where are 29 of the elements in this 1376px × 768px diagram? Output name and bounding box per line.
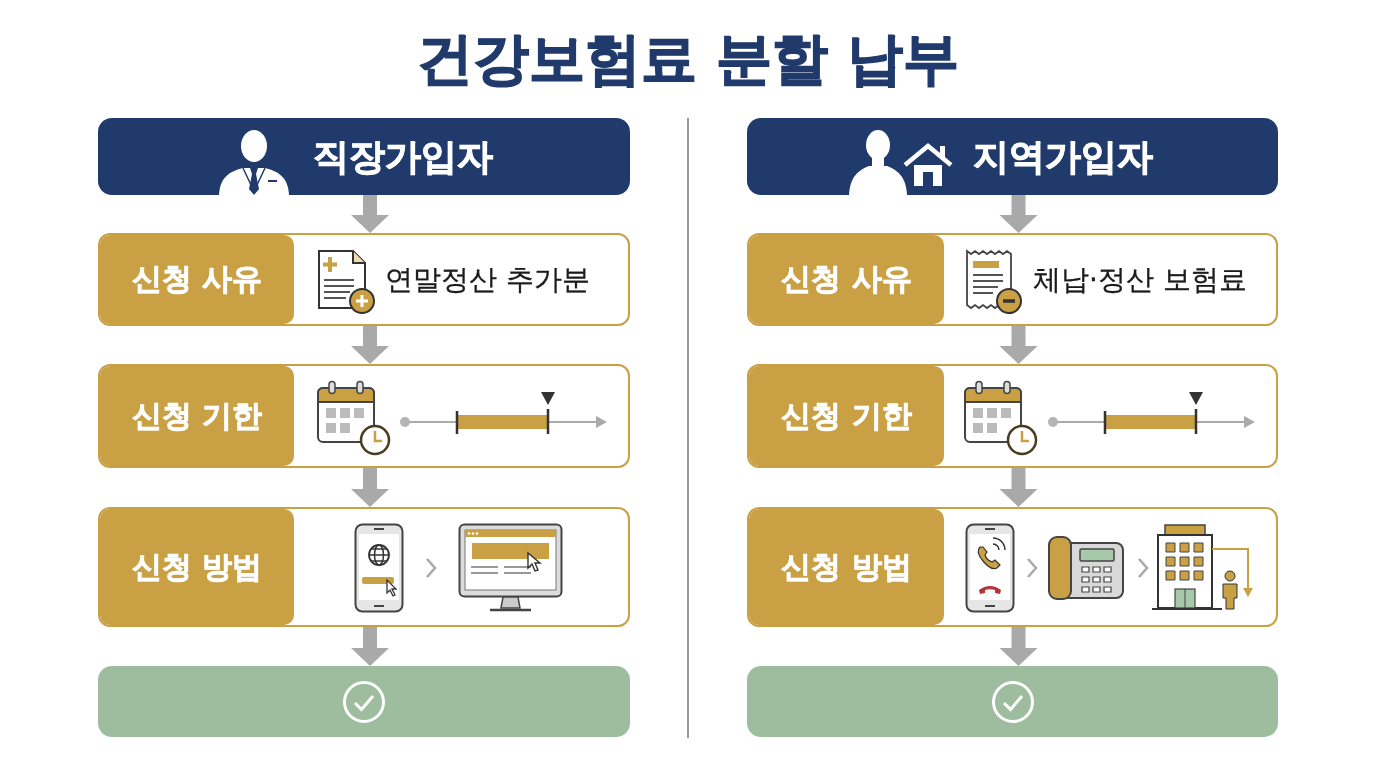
arrow [351,195,389,233]
header-bar [747,118,1278,195]
arrow [999,627,1038,666]
result-box [98,666,630,737]
step-label: 신청 기한 [749,366,944,466]
arrow [351,468,389,507]
arrow [351,627,389,666]
step-label: 신청 방법 [100,509,294,625]
arrow [999,326,1038,364]
step-text: 연말정산 추가분 [385,263,590,296]
header-title: 직장가입자 [313,135,493,178]
step-row [747,507,1278,627]
step-text: 체납·정산 보험료 [1033,263,1247,296]
step-row [747,364,1278,468]
step-row [747,233,1278,326]
header-bar [98,118,630,195]
arrow [351,326,389,364]
header-title: 지역가입자 [973,135,1153,178]
step-label: 신청 기한 [100,366,294,466]
title: 건강보험료 분할 납부 [416,28,960,90]
result-box [747,666,1278,737]
step-row [98,507,630,627]
step-row [98,364,630,468]
arrow [999,195,1038,233]
step-label: 신청 사유 [100,235,294,324]
step-label: 신청 방법 [749,509,944,625]
step-row [98,233,630,326]
step-label: 신청 사유 [749,235,944,324]
arrow [999,468,1038,507]
